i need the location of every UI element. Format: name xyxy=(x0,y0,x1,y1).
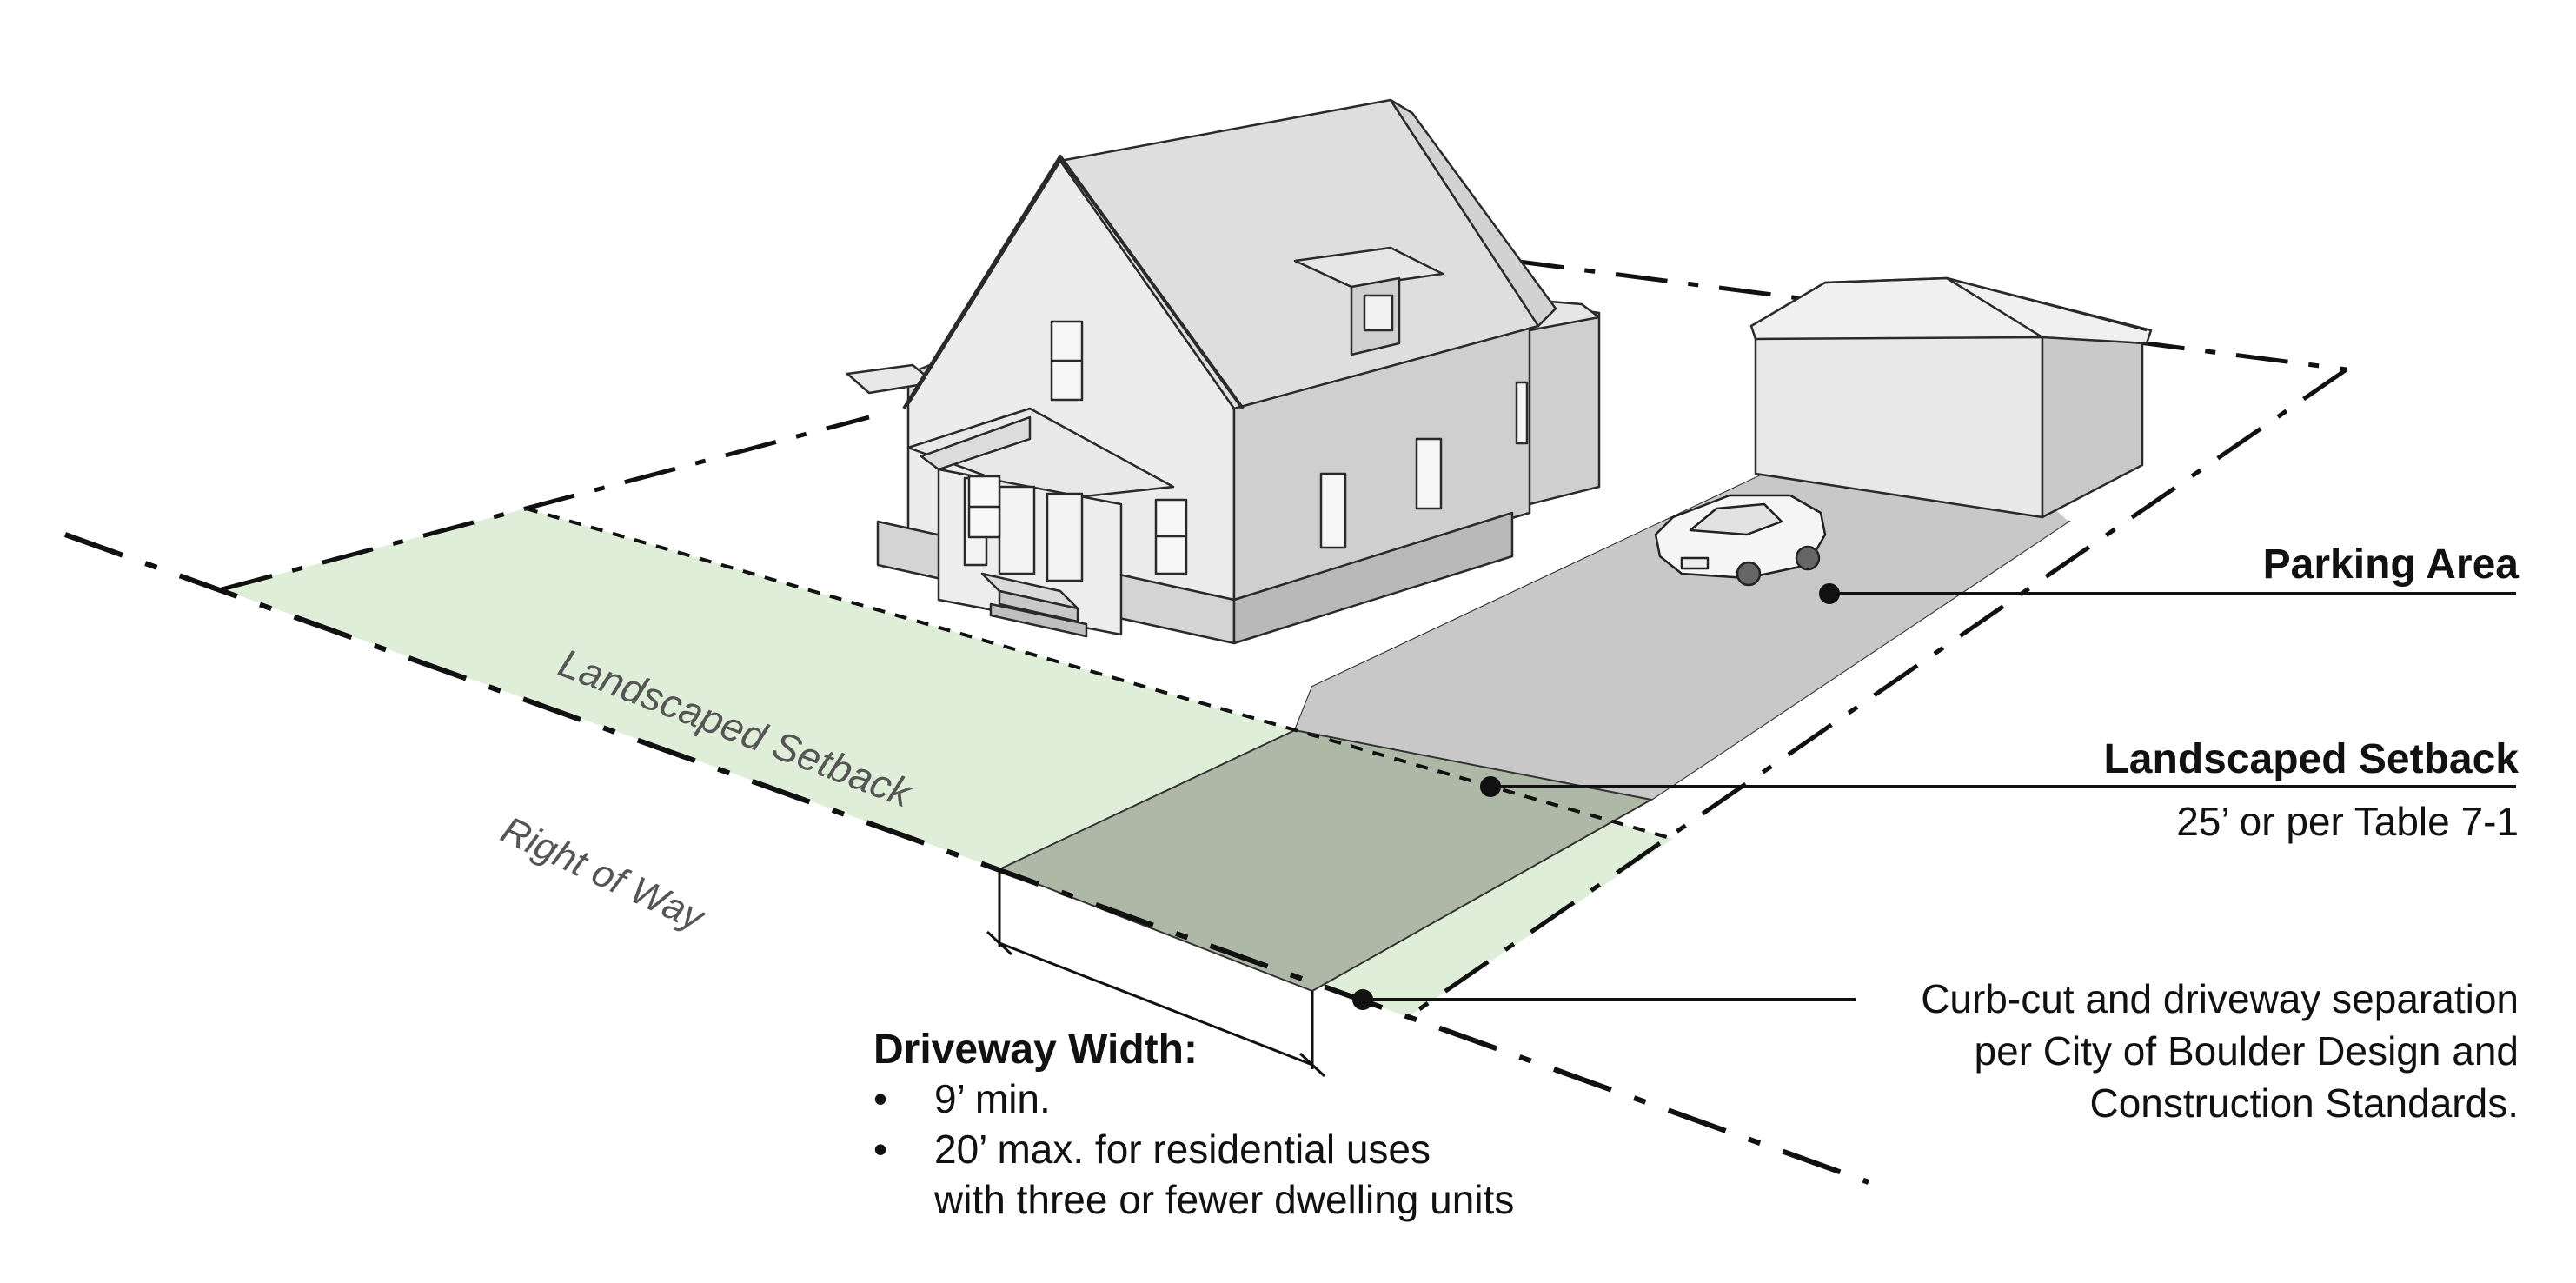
callout-leaders xyxy=(1352,583,2516,1010)
house xyxy=(846,98,1601,645)
curb-cut-line-2: per City of Boulder Design and xyxy=(1974,1028,2519,1074)
curb-cut-line-1: Curb-cut and driveway separation xyxy=(1921,976,2519,1021)
side-property-line xyxy=(1406,367,2348,1020)
driveway-max-text-continued: with three or fewer dwelling units xyxy=(934,1177,1515,1222)
driveway-item-max-continued: with three or fewer dwelling units xyxy=(873,1175,1514,1224)
driveway-width-dimension xyxy=(986,869,1326,1078)
driveway-item-max: • 20’ max. for residential uses xyxy=(873,1125,1431,1173)
bullet-icon: • xyxy=(873,1127,888,1172)
garage xyxy=(1749,276,2153,519)
parking-area-label: Parking Area xyxy=(2262,542,2519,588)
parking-area-paving xyxy=(1295,474,2068,800)
car-icon xyxy=(1654,494,1827,587)
driveway-item-min: • 9’ min. xyxy=(873,1074,1051,1123)
landscaped-setback-title: Landscaped Setback xyxy=(2103,736,2519,782)
driveway-max-text: 20’ max. for residential uses xyxy=(934,1127,1431,1172)
rear-property-line xyxy=(221,415,870,592)
bullet-icon: • xyxy=(873,1076,888,1121)
landscaped-setback-detail: 25’ or per Table 7-1 xyxy=(2176,799,2519,844)
curb-cut-line-3: Construction Standards. xyxy=(2089,1080,2520,1126)
front-property-line xyxy=(63,532,1870,1185)
driveway-min-text: 9’ min. xyxy=(934,1076,1051,1121)
driveway-width-title: Driveway Width: xyxy=(873,1027,1198,1073)
